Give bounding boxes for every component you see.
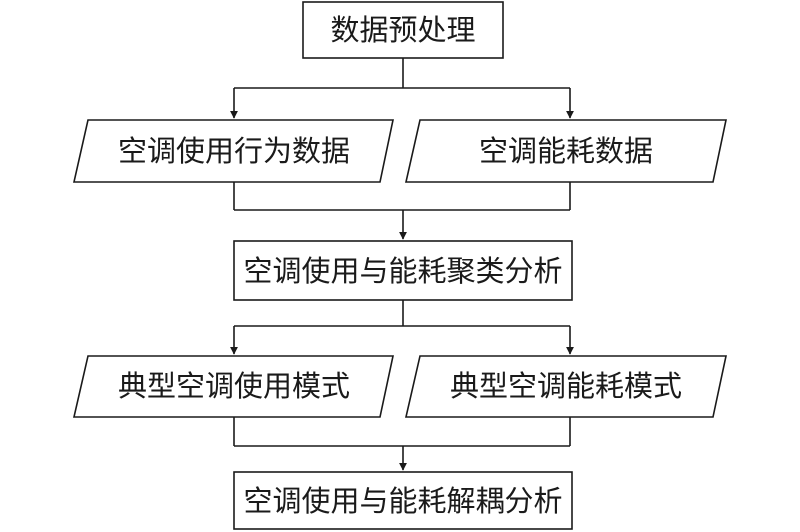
node-energy-data-label: 空调能耗数据 xyxy=(479,134,653,168)
node-cluster-analysis: 空调使用与能耗聚类分析 xyxy=(233,240,573,301)
edge-inputs-to-cluster xyxy=(233,182,571,240)
node-usage-data: 空调使用行为数据 xyxy=(72,119,394,183)
node-decoupling-analysis-label: 空调使用与能耗解耦分析 xyxy=(243,484,562,518)
node-usage-data-label: 空调使用行为数据 xyxy=(118,134,350,168)
edge-cluster-to-patterns xyxy=(230,300,574,355)
edge-preprocess-to-inputs xyxy=(230,58,574,119)
node-preprocess-label: 数据预处理 xyxy=(330,13,475,47)
node-preprocess: 数据预处理 xyxy=(302,1,504,59)
node-decoupling-analysis: 空调使用与能耗解耦分析 xyxy=(233,471,573,530)
node-cluster-analysis-label: 空调使用与能耗聚类分析 xyxy=(243,254,562,288)
node-typical-energy: 典型空调能耗模式 xyxy=(404,355,727,418)
node-typical-usage: 典型空调使用模式 xyxy=(72,355,394,418)
edge-patterns-to-decoupling xyxy=(233,417,571,471)
node-energy-data: 空调能耗数据 xyxy=(404,119,727,183)
node-typical-energy-label: 典型空调能耗模式 xyxy=(450,369,682,403)
node-typical-usage-label: 典型空调使用模式 xyxy=(118,369,350,403)
